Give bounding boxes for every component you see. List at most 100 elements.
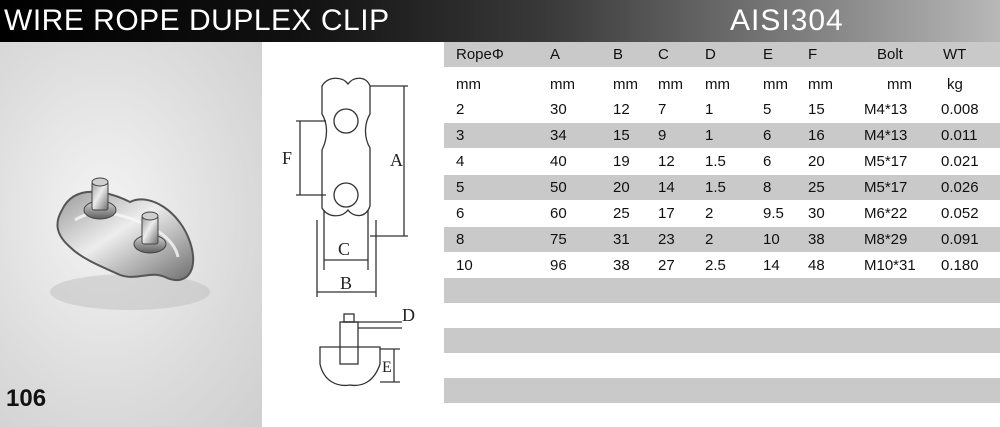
table-cell: M4*13 xyxy=(864,101,908,118)
table-cell: 34 xyxy=(550,127,567,144)
unit-cell: mm xyxy=(763,76,788,93)
spec-table: RopeΦ A B C D E F Bolt WT mm mm mm mm mm… xyxy=(444,42,1000,427)
table-cell: 0.180 xyxy=(941,257,979,274)
duplex-clip-image xyxy=(50,177,210,310)
table-cell: 0.021 xyxy=(941,153,979,170)
table-cell: 2 xyxy=(456,101,465,118)
table-cell: 12 xyxy=(613,101,630,118)
table-cell: 14 xyxy=(763,257,780,274)
header-cell: WT xyxy=(943,46,967,63)
table-cell: 4 xyxy=(456,153,465,170)
table-cell: 19 xyxy=(613,153,630,170)
table-cell: 1.5 xyxy=(705,179,726,196)
table-cell: M8*29 xyxy=(864,231,908,248)
table-cell: 5 xyxy=(763,101,772,118)
table-cell: 25 xyxy=(808,179,825,196)
table-cell: 9.5 xyxy=(763,205,784,222)
table-cell: 0.026 xyxy=(941,179,979,196)
table-cell: 2.5 xyxy=(705,257,726,274)
header-cell: F xyxy=(808,46,818,63)
table-cell: 8 xyxy=(763,179,772,196)
table-cell: 31 xyxy=(613,231,630,248)
table-cell: 48 xyxy=(808,257,825,274)
table-row: 4 40 19 12 1.5 6 20 M5*17 0.021 xyxy=(444,149,1000,174)
header-cell: E xyxy=(763,46,774,63)
table-cell: 16 xyxy=(808,127,825,144)
table-cell: 5 xyxy=(456,179,465,196)
table-row: 10 96 38 27 2.5 14 48 M10*31 0.180 xyxy=(444,253,1000,278)
table-cell: 30 xyxy=(808,205,825,222)
table-cell: M4*13 xyxy=(864,127,908,144)
table-cell: 38 xyxy=(613,257,630,274)
dimension-drawing: F A C B D E xyxy=(282,77,415,387)
header-cell: RopeΦ xyxy=(456,46,504,63)
table-cell: 7 xyxy=(658,101,667,118)
dim-label-f: F xyxy=(282,148,292,168)
table-header-row: RopeΦ A B C D E F Bolt WT xyxy=(444,42,1000,67)
header-bar: WIRE ROPE DUPLEX CLIP AISI304 xyxy=(0,0,1000,42)
header-cell: D xyxy=(705,46,716,63)
table-cell: 23 xyxy=(658,231,675,248)
table-cell: 6 xyxy=(763,153,772,170)
table-cell: M6*22 xyxy=(864,205,908,222)
table-cell: 60 xyxy=(550,205,567,222)
table-cell: 15 xyxy=(613,127,630,144)
unit-cell: mm xyxy=(550,76,575,93)
unit-cell: mm xyxy=(705,76,730,93)
table-cell: 1 xyxy=(705,101,714,118)
table-row: 6 60 25 17 2 9.5 30 M6*22 0.052 xyxy=(444,201,1000,226)
table-cell: 15 xyxy=(808,101,825,118)
table-cell: 6 xyxy=(763,127,772,144)
table-cell: 38 xyxy=(808,231,825,248)
empty-table-row xyxy=(444,328,1000,353)
table-cell: 0.091 xyxy=(941,231,979,248)
table-cell: 3 xyxy=(456,127,465,144)
table-cell: 9 xyxy=(658,127,667,144)
table-cell: 10 xyxy=(763,231,780,248)
unit-cell: mm xyxy=(658,76,683,93)
table-cell: 2 xyxy=(705,231,714,248)
table-cell: 20 xyxy=(613,179,630,196)
header-cell: C xyxy=(658,46,669,63)
header-cell: B xyxy=(613,46,624,63)
table-cell: 96 xyxy=(550,257,567,274)
table-cell: 27 xyxy=(658,257,675,274)
unit-cell: mm xyxy=(887,76,912,93)
dim-label-d: D xyxy=(402,305,415,325)
table-cell: 25 xyxy=(613,205,630,222)
table-cell: 1.5 xyxy=(705,153,726,170)
empty-table-row xyxy=(444,378,1000,403)
table-cell: 17 xyxy=(658,205,675,222)
table-cell: 0.052 xyxy=(941,205,979,222)
table-cell: 20 xyxy=(808,153,825,170)
table-row: 5 50 20 14 1.5 8 25 M5*17 0.026 xyxy=(444,175,1000,200)
table-cell: 1 xyxy=(705,127,714,144)
table-cell: M5*17 xyxy=(864,179,908,196)
table-cell: M10*31 xyxy=(864,257,916,274)
header-cell: Bolt xyxy=(877,46,903,63)
table-cell: 30 xyxy=(550,101,567,118)
model-number: 106 xyxy=(6,385,47,412)
table-cell: 0.008 xyxy=(941,101,979,118)
unit-cell: mm xyxy=(456,76,481,93)
product-title: WIRE ROPE DUPLEX CLIP xyxy=(4,4,390,37)
unit-cell: mm xyxy=(808,76,833,93)
table-cell: 12 xyxy=(658,153,675,170)
dim-label-b: B xyxy=(340,273,352,293)
dim-label-a: A xyxy=(390,150,403,170)
empty-table-row xyxy=(444,278,1000,303)
table-cell: M5*17 xyxy=(864,153,908,170)
dim-label-c: C xyxy=(338,239,350,259)
table-cell: 10 xyxy=(456,257,473,274)
table-cell: 50 xyxy=(550,179,567,196)
table-units-row: mm mm mm mm mm mm mm mm kg xyxy=(444,72,1000,97)
table-cell: 40 xyxy=(550,153,567,170)
table-cell: 2 xyxy=(705,205,714,222)
table-cell: 6 xyxy=(456,205,465,222)
product-photo: 106 xyxy=(0,42,262,427)
technical-drawing: F A C B D E xyxy=(262,42,444,427)
table-cell: 14 xyxy=(658,179,675,196)
